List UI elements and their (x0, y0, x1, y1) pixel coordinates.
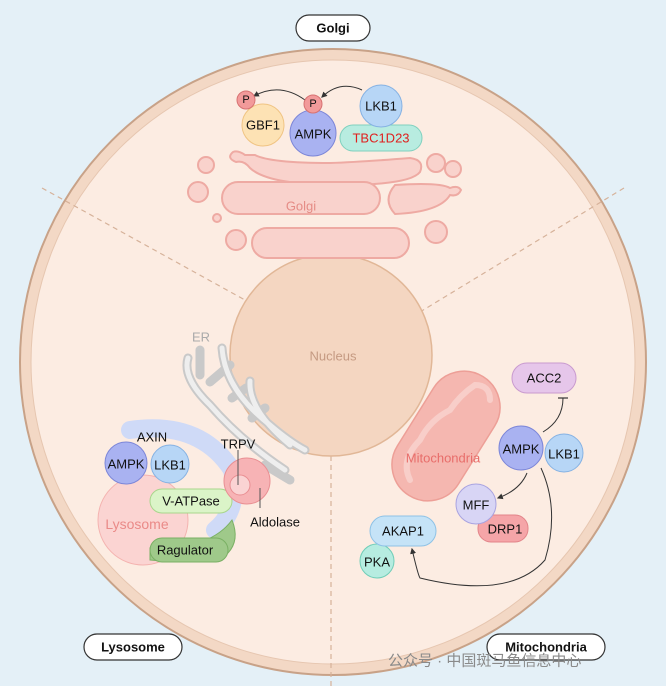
nucleus-label: Nucleus (310, 349, 357, 364)
acc2-protein (511, 362, 577, 394)
akap1-label: AKAP1 (382, 524, 424, 539)
er-label: ER (192, 330, 210, 345)
mitochondrion (391, 370, 501, 502)
activation-arrow (410, 467, 553, 587)
lkb1-protein (150, 444, 190, 484)
drp1-label: DRP1 (488, 522, 523, 537)
pka-label: PKA (364, 555, 390, 570)
region-label-lysosome: Lysosome (101, 640, 165, 655)
lysosome-label: Lysosome (105, 516, 169, 532)
ampk-protein (498, 425, 544, 471)
lkb1-label: LKB1 (365, 99, 397, 114)
v-atpase-protein (149, 488, 233, 514)
trpv-channel (229, 474, 251, 496)
inhibition-line (542, 397, 564, 433)
activation-arrow (496, 472, 528, 500)
v-atpase-label: V-ATPase (162, 494, 220, 509)
phospho-label: P (309, 98, 316, 110)
aldolase-label: Aldolase (250, 515, 300, 530)
golgi-label: Golgi (286, 199, 316, 214)
ampk-label: AMPK (108, 457, 145, 472)
gbf1-label: GBF1 (246, 118, 280, 133)
ampk-protein (104, 441, 148, 485)
region-pill-golgi (295, 14, 371, 42)
mitochondria-label: Mitochondria (406, 451, 481, 466)
region-dividers (41, 187, 625, 686)
drp1-protein (477, 514, 529, 543)
watermark: 公众号 · 中国斑马鱼信息中心 (388, 652, 581, 670)
axin-label: AXIN (137, 430, 167, 445)
ragulator-label: Ragulator (157, 543, 214, 558)
phospho-label: P (242, 94, 249, 106)
lkb1-label: LKB1 (548, 447, 580, 462)
lkb1-label: LKB1 (154, 458, 186, 473)
phospho-group (303, 94, 323, 114)
phosphorylation-arrow (321, 85, 363, 98)
lkb1-protein (544, 433, 584, 473)
acc2-label: ACC2 (527, 371, 562, 386)
tbc1d23-label: TBC1D23 (352, 131, 409, 146)
phosphorylation-arrow (252, 89, 306, 101)
region-pill-mitochondria (486, 633, 606, 661)
mff-label: MFF (463, 498, 490, 513)
lkb1-protein (359, 84, 403, 128)
mff-protein (455, 483, 497, 525)
gbf1-protein (241, 103, 285, 147)
ampk-label: AMPK (503, 442, 540, 457)
region-label-golgi: Golgi (316, 21, 349, 36)
trpv-label: TRPV (221, 437, 256, 452)
golgi-apparatus (187, 150, 463, 259)
ampk-label: AMPK (295, 127, 332, 142)
phospho-group (236, 90, 256, 110)
region-pill-lysosome (83, 633, 183, 661)
region-label-mitochondria: Mitochondria (505, 640, 587, 655)
akap1-protein (369, 515, 437, 547)
